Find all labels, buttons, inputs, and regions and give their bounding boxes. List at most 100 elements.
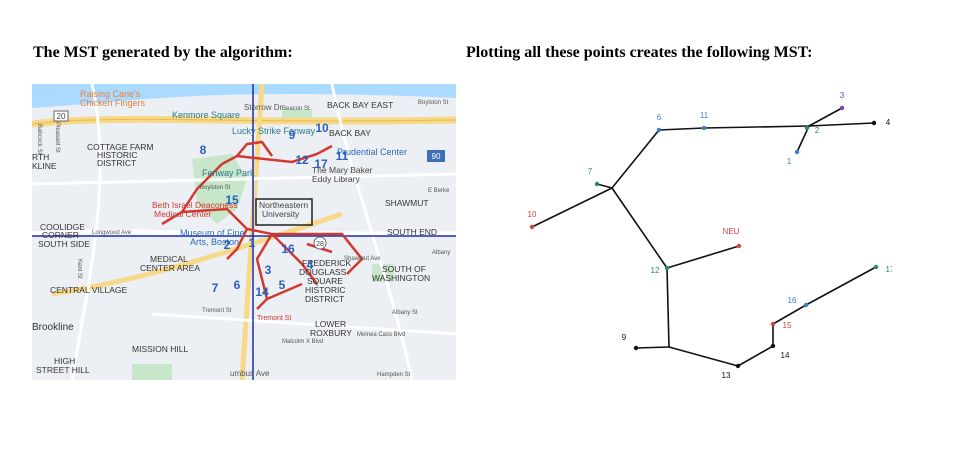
label-shawmut-ave: Shawmut Ave: [344, 256, 381, 262]
mst-plot: 12346791011121314151617NEU: [528, 91, 892, 380]
fens-park: [192, 154, 247, 224]
label-fenway-park: Fenway Park: [202, 168, 255, 178]
map-marker-17: 17: [314, 157, 328, 171]
mst-edge: [772, 304, 807, 325]
label-south-wash-1: SOUTH OF: [382, 264, 426, 274]
label-frederick-4: HISTORIC: [305, 285, 345, 295]
road-shawmut: [330, 84, 414, 380]
label-melnea-cass: Melnea Cass Blvd: [357, 332, 405, 338]
road-st-paul: [70, 84, 102, 380]
mst-node-11: [701, 125, 707, 131]
mst-nodes: 12346791011121314151617NEU: [528, 91, 892, 380]
mst-edge: [666, 245, 740, 269]
mst-node-17: [873, 264, 879, 270]
label-back-bay: BACK BAY: [329, 128, 371, 138]
mst-node-16: [803, 302, 809, 308]
map-svg: 20 90 28 Raising Cane's Chicken Fingers …: [32, 84, 456, 380]
mst-node-13: [735, 363, 741, 369]
mst-node-label-11: 11: [700, 111, 709, 120]
route-20-shield: [53, 110, 69, 122]
label-chicken-fingers: Chicken Fingers: [80, 98, 146, 108]
mst-node-3: [839, 105, 845, 111]
label-cottage-farm-1: COTTAGE FARM: [87, 142, 153, 152]
label-tremont-st: Tremont St: [202, 308, 232, 314]
map-marker-9: 9: [289, 128, 296, 142]
label-beth-israel-2: Medical Center: [154, 209, 211, 219]
mst-edge: [808, 122, 875, 127]
label-lower-roxbury-1: LOWER: [315, 319, 346, 329]
mst-node-label-17: 17: [886, 265, 892, 274]
mst-node-10: [529, 224, 535, 230]
label-high-street-1: HIGH: [54, 356, 75, 366]
mst-edge: [611, 187, 668, 269]
route-90-shield: [427, 150, 445, 162]
label-raising-canes: Raising Cane's: [80, 89, 141, 99]
mst-edges: [531, 107, 877, 367]
label-museum-2: Arts, Boston: [190, 237, 239, 247]
mst-edge: [796, 125, 810, 153]
label-babcock: Babcock St: [36, 124, 42, 155]
label-northeastern-1: Northeastern: [259, 200, 308, 210]
label-malcolm-x: Malcolm X Blvd: [282, 339, 323, 345]
label-museum-1: Museum of Fine: [180, 228, 245, 238]
label-south-side: SOUTH SIDE: [38, 239, 90, 249]
mst-node-14: [770, 343, 776, 349]
river: [32, 84, 456, 108]
mst-node-label-4: 4: [886, 118, 891, 127]
label-coolidge-1: COOLIDGE: [40, 222, 85, 232]
label-hampden: Hampden St: [377, 372, 411, 378]
label-brookline: Brookline: [32, 322, 74, 333]
label-e-berkeley: E Berke: [428, 188, 450, 194]
northeastern-box: [255, 198, 313, 226]
left-heading: The MST generated by the algorithm:: [33, 44, 293, 61]
label-high-street-2: STREET HILL: [36, 365, 90, 375]
mst-node-label-12: 12: [651, 266, 660, 275]
route-28-shield: [313, 236, 327, 250]
label-medical-2: CENTER AREA: [140, 263, 200, 273]
mst-edge: [658, 127, 705, 131]
mst-edge: [703, 125, 810, 129]
mst-edge: [666, 267, 670, 348]
mst-node-15: [770, 321, 776, 327]
label-columbus-ave: umbus Ave: [230, 369, 270, 378]
map-panel: 20 90 28 Raising Cane's Chicken Fingers …: [32, 84, 456, 380]
mst-node-label-1: 1: [787, 157, 792, 166]
label-storrow: Storrow Dr: [244, 103, 283, 112]
mst-edge: [611, 129, 660, 189]
mst-node-label-6: 6: [657, 113, 662, 122]
mst-node-label-10: 10: [528, 210, 537, 219]
label-north-1: RTH: [32, 152, 49, 162]
route-90-label: 90: [432, 152, 441, 161]
map-marker-5: 5: [279, 278, 286, 292]
map-mst-path: [161, 140, 364, 310]
label-kent: Kent St: [76, 259, 82, 279]
label-pleasant: Pleasant St: [54, 122, 60, 153]
label-medical-1: MEDICAL: [150, 254, 188, 264]
label-frederick-2: DOUGLASS: [299, 267, 347, 277]
mst-node-label-13: 13: [722, 371, 731, 380]
mst-node-label-neu: NEU: [723, 227, 740, 236]
route-28-label: 28: [316, 241, 324, 248]
mst-edge: [805, 266, 877, 306]
map-marker-3: 3: [265, 263, 272, 277]
mst-node-label-14: 14: [781, 351, 790, 360]
label-coolidge-2: CORNER: [42, 230, 79, 240]
map-marker-1: 1: [249, 236, 256, 250]
label-kenmore: Kenmore Square: [172, 110, 240, 120]
label-beth-israel-1: Beth Israel Deaconess: [152, 200, 238, 210]
label-mission-hill: MISSION HILL: [132, 344, 188, 354]
label-mary-baker-2: Eddy Library: [312, 174, 360, 184]
label-frederick-1: FREDERICK: [302, 258, 351, 268]
map-marker-14: 14: [255, 285, 269, 299]
label-frederick-5: DISTRICT: [305, 294, 344, 304]
label-north-2: KLINE: [32, 161, 57, 171]
label-cottage-farm-3: DISTRICT: [97, 158, 136, 168]
label-central-village: CENTRAL VILLAGE: [50, 285, 127, 295]
mst-node-1: [794, 149, 800, 155]
map-marker-7: 7: [212, 281, 219, 295]
map-marker-11: 11: [336, 149, 349, 163]
mst-edge: [596, 183, 613, 189]
map-marker-10: 10: [315, 121, 329, 135]
label-northeastern-2: University: [262, 209, 300, 219]
